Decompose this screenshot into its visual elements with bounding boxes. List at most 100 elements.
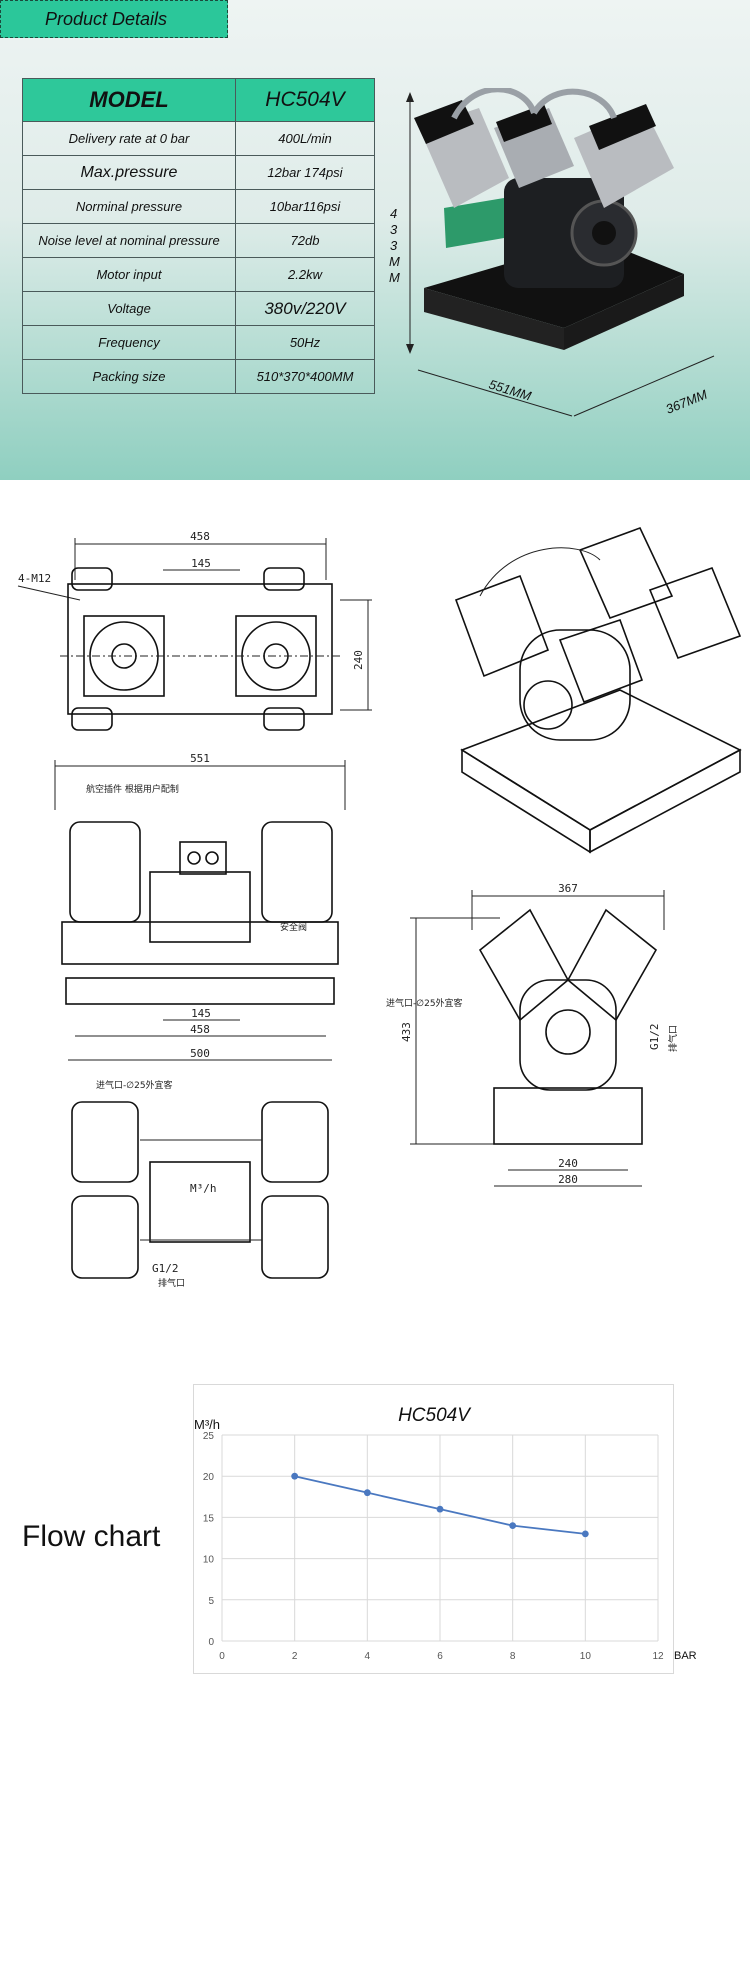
height-letter: M — [389, 254, 400, 269]
top-depth-dim: 240 — [352, 650, 365, 670]
left-cylinder — [414, 100, 509, 208]
top-width-dim: 458 — [190, 530, 210, 543]
flow-chart-label: Flow chart — [22, 1520, 161, 1553]
chart-ticks: 0 5 10 15 20 25 0 2 4 6 8 10 12 — [203, 1431, 664, 1662]
spec-value: 50Hz — [235, 325, 375, 360]
chart-grid — [221, 1434, 659, 1642]
arrow-icon — [406, 344, 414, 354]
data-point — [363, 1489, 371, 1497]
side-thread-label: G1/2 — [648, 1024, 661, 1051]
y-tick-label: 20 — [203, 1472, 215, 1483]
x-tick-label: 12 — [652, 1651, 664, 1662]
side-inlet-note: 进气口-∅25外宜客 — [386, 997, 463, 1009]
chart-title: HC504V — [398, 1405, 472, 1426]
spec-label: Frequency — [22, 325, 236, 360]
chart-series — [291, 1472, 589, 1538]
length-dimension-line — [417, 369, 573, 417]
connecting-pipe — [531, 88, 617, 120]
top-spacing-dim: 145 — [191, 557, 211, 570]
front-footprint-dim: 500 — [190, 1047, 210, 1060]
bottom-inlet-note: 进气口-∅25外宜客 — [96, 1079, 173, 1091]
isometric-view-drawing — [454, 526, 742, 854]
length-dimension: 551MM — [487, 377, 533, 404]
right-cylinder — [574, 104, 674, 208]
bottom-thread-label: G1/2 — [152, 1262, 179, 1275]
top-view-drawing: 458 145 4-M12 240 — [17, 530, 372, 731]
data-point — [436, 1505, 444, 1513]
front-inner-dim: 145 — [191, 1007, 211, 1020]
x-tick-label: 8 — [510, 1651, 516, 1662]
spec-value: 2.2kw — [235, 257, 375, 292]
side-view-drawing: 367 433 进气口-∅25外宜客 G1/2 排气口 240 280 — [386, 882, 679, 1187]
bottom-outlet-label: 排气口 — [158, 1277, 185, 1289]
spec-value: 400L/min — [235, 121, 375, 156]
y-tick-label: 5 — [208, 1596, 214, 1607]
product-details-label: Product Details — [45, 9, 168, 29]
x-tick-label: 4 — [365, 1651, 371, 1662]
spec-row: Motor input 2.2kw — [22, 257, 375, 292]
spec-label: Max.pressure — [22, 155, 236, 190]
spec-row: Frequency 50Hz — [22, 325, 375, 360]
front-base-dim: 458 — [190, 1023, 210, 1036]
side-height-dim: 433 — [400, 1022, 413, 1042]
width-dimension: 367MM — [664, 387, 710, 417]
spec-value: 380v/220V — [235, 291, 375, 326]
chart-y-label: M³/h — [194, 1417, 220, 1432]
side-outlet-label: 排气口 — [667, 1025, 679, 1052]
spec-row: Noise level at nominal pressure 72db — [22, 223, 375, 258]
spec-label: Packing size — [22, 359, 236, 394]
spec-label: Delivery rate at 0 bar — [22, 121, 236, 156]
data-point — [291, 1472, 299, 1480]
x-tick-label: 6 — [437, 1651, 443, 1662]
flow-chart-svg: HC504V M³/h 0 5 10 15 20 25 0 2 4 6 8 10 12 — [194, 1405, 664, 1662]
front-overall-dim: 551 — [190, 752, 210, 765]
spec-value: 10bar116psi — [235, 189, 375, 224]
side-width-dim: 367 — [558, 882, 578, 895]
side-base2-dim: 280 — [558, 1173, 578, 1186]
thread-label: 4-M12 — [18, 572, 51, 585]
spec-label: Norminal pressure — [22, 189, 236, 224]
width-dimension-line — [573, 355, 715, 417]
data-point — [581, 1530, 589, 1538]
spec-row: Voltage 380v/220V — [22, 291, 375, 326]
height-letter: 3 — [390, 222, 398, 237]
spec-row: Norminal pressure 10bar116psi — [22, 189, 375, 224]
y-tick-label: 10 — [203, 1555, 215, 1566]
product-details-tab: Product Details — [0, 0, 228, 38]
accent-panel — [444, 198, 504, 248]
spec-row: Delivery rate at 0 bar 400L/min — [22, 121, 375, 156]
y-tick-label: 0 — [208, 1637, 214, 1648]
spec-value: 72db — [235, 223, 375, 258]
spec-table: MODEL HC504V Delivery rate at 0 bar 400L… — [22, 78, 375, 394]
y-tick-label: 15 — [203, 1513, 215, 1524]
x-tick-label: 10 — [580, 1651, 592, 1662]
rear-cylinder — [494, 104, 574, 188]
y-tick-label: 25 — [203, 1431, 215, 1442]
model-value: HC504V — [235, 78, 375, 122]
model-label: MODEL — [22, 78, 236, 122]
spec-value: 510*370*400MM — [235, 359, 375, 394]
arrow-icon — [406, 92, 414, 102]
side-base1-dim: 240 — [558, 1157, 578, 1170]
x-tick-label: 2 — [292, 1651, 298, 1662]
spec-header-row: MODEL HC504V — [22, 78, 375, 122]
chart-x-label: BAR — [674, 1650, 697, 1662]
flow-chart: HC504V M³/h 0 5 10 15 20 25 0 2 4 6 8 10 12 — [193, 1384, 674, 1674]
height-letter: 4 — [390, 206, 397, 221]
data-point — [509, 1522, 517, 1530]
connector-note: 航空插件 根据用户配制 — [86, 783, 179, 795]
safety-valve-note: 安全阀 — [280, 921, 307, 933]
x-tick-label: 0 — [219, 1651, 225, 1662]
product-photo: 4 3 3 M M 551MM — [389, 88, 715, 417]
bottom-view-drawing: 进气口-∅25外宜客 M³/h G1/2 排气口 — [71, 1079, 329, 1289]
drawings-section: 458 145 4-M12 240 551 航空插件 根据用户配制 — [0, 480, 750, 1342]
spec-row: Packing size 510*370*400MM — [22, 359, 375, 394]
spec-value: 12bar 174psi — [235, 155, 375, 190]
spec-row: Max.pressure 12bar 174psi — [22, 155, 375, 190]
spec-label: Motor input — [22, 257, 236, 292]
unit-label: M³/h — [190, 1182, 217, 1195]
height-letter: M — [389, 270, 400, 285]
spec-label: Voltage — [22, 291, 236, 326]
front-view-drawing: 551 航空插件 根据用户配制 安全阀 145 458 500 — [54, 752, 346, 1061]
height-letter: 3 — [390, 238, 398, 253]
